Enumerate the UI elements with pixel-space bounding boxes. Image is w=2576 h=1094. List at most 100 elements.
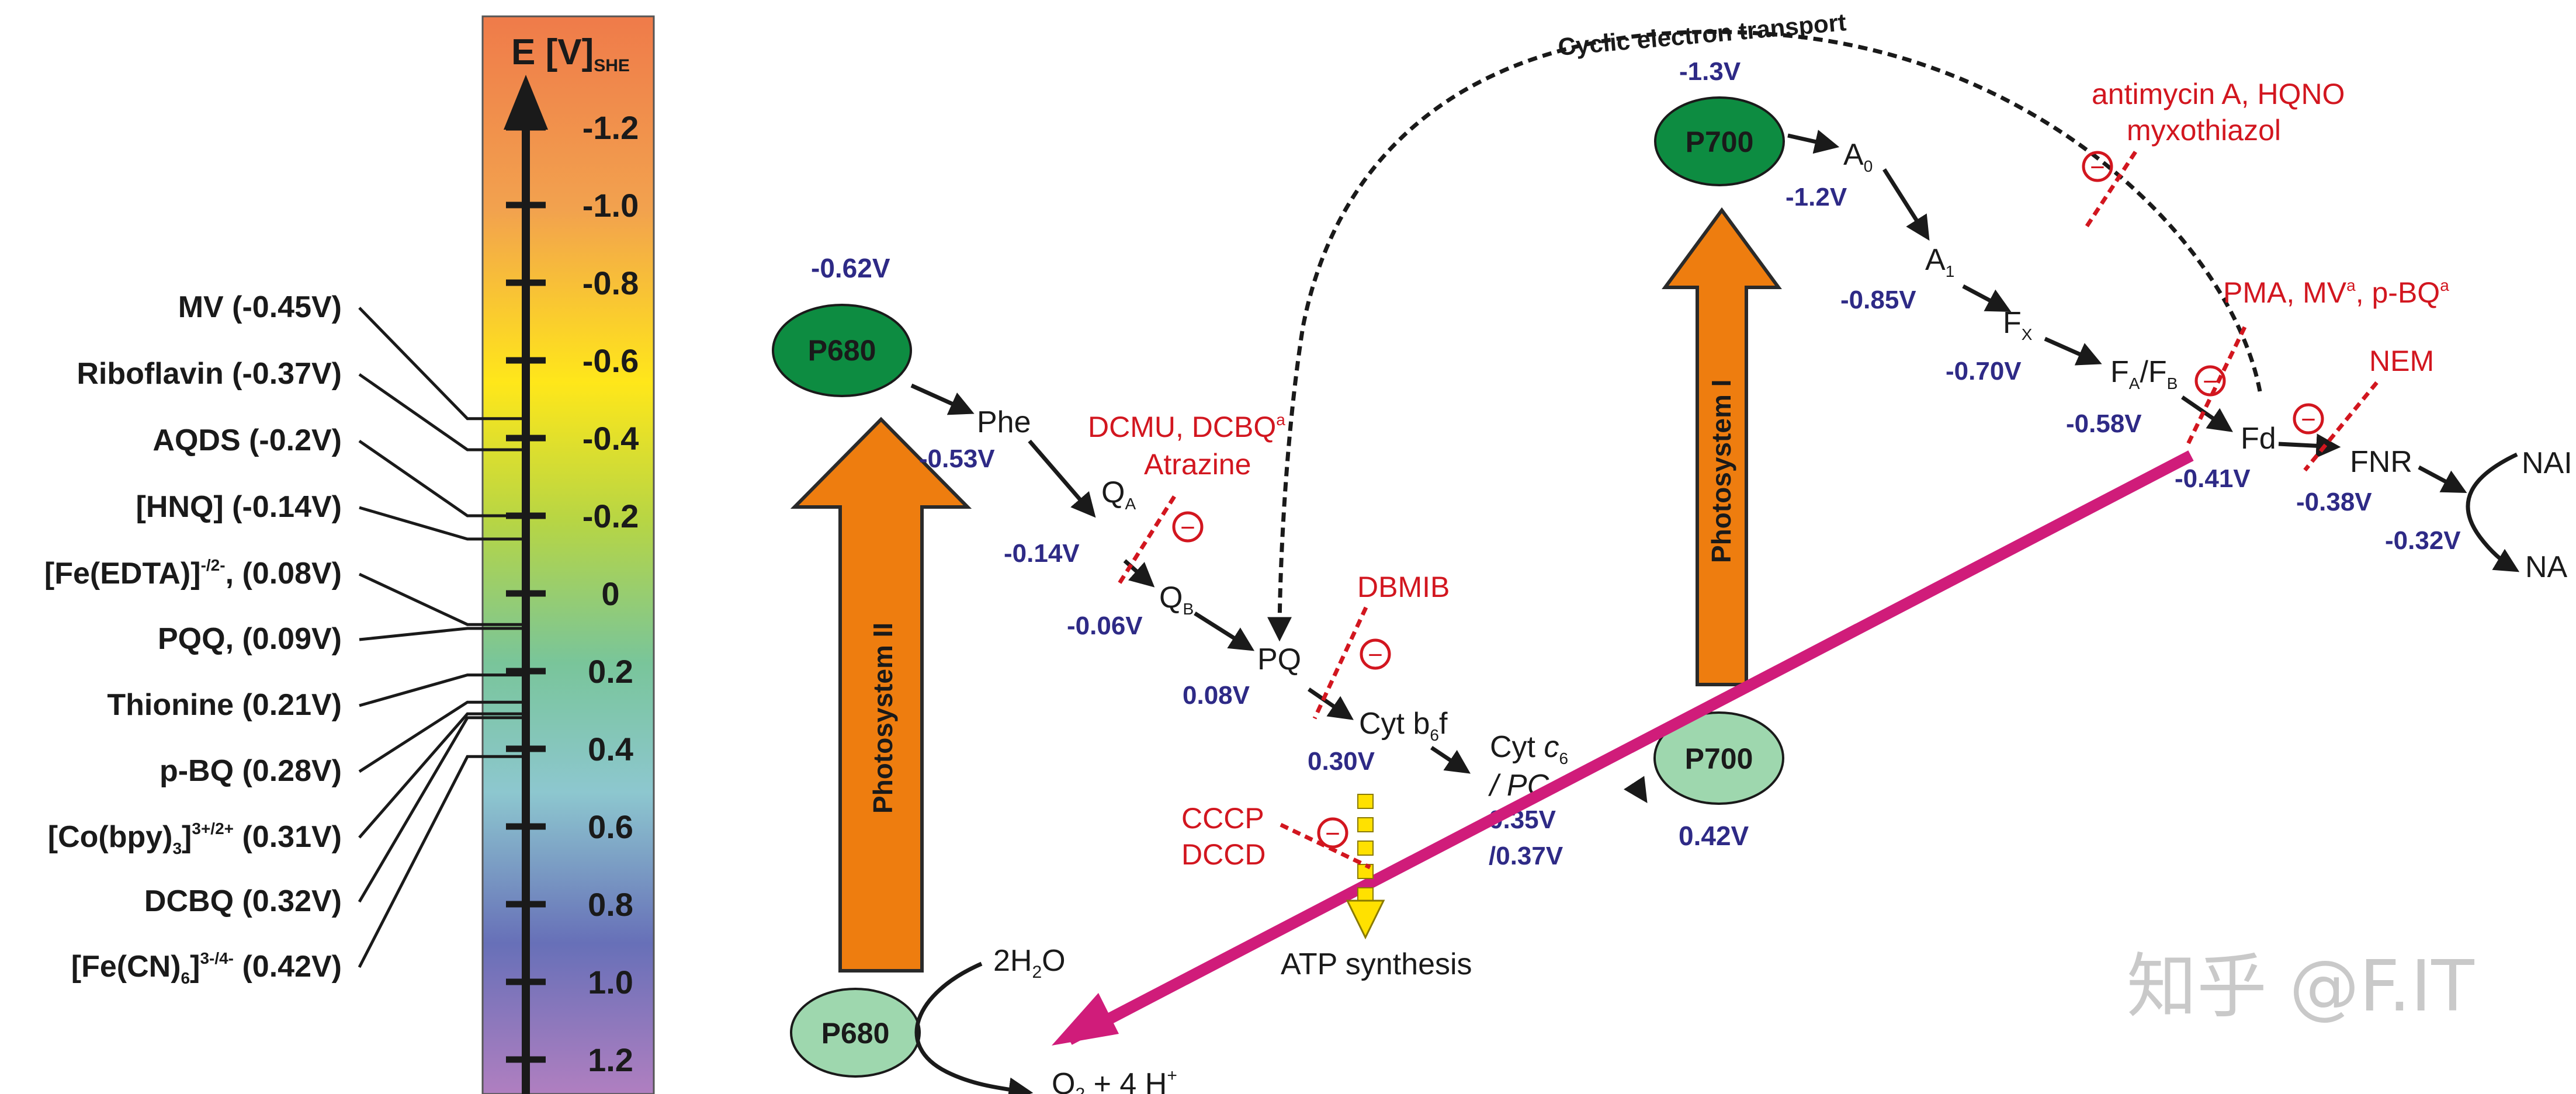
mediator-fe-cn: [Fe(CN)6]3-/4- (0.42V) (71, 949, 342, 987)
mediator-co-bpy: [Co(bpy)3]3+/2+ (0.31V) (48, 819, 342, 857)
cyclic-transport-label: Cyclic electron transport (1557, 8, 1847, 61)
nadp-potential: -0.32V (2385, 526, 2461, 555)
qa-potential: -0.14V (1004, 539, 1080, 568)
leader-line-riboflavin (358, 373, 526, 452)
scale-tick-label: 0 (601, 575, 619, 612)
inhibitors: DCMU, DCBQa Atrazine DBMIB CCCP DCCD ant… (1088, 78, 2449, 871)
p680-ground-label: P680 (821, 1017, 890, 1050)
inhibition-line-antimycin (2084, 151, 2137, 229)
p680-excited-label: P680 (808, 334, 876, 367)
mediator-fe-edta: [Fe(EDTA)]-/2-, (0.08V) (44, 556, 342, 591)
scale-title: E [V]SHE (511, 32, 630, 75)
p680-excited-potential: -0.62V (811, 253, 890, 283)
scale-tick-label: -1.0 (583, 187, 639, 224)
scale-tick-label: 0.8 (588, 886, 633, 923)
leader-line-co-bpy-3 (358, 712, 526, 839)
p700-excited-label: P700 (1686, 126, 1754, 158)
transfer-arrows (910, 30, 2520, 804)
atp-dash-5 (1357, 887, 1374, 901)
arrow-fd-fnr (2278, 433, 2341, 459)
inhibition-line-pma (2186, 326, 2247, 445)
p700-excited-node (1654, 96, 1785, 186)
mediator-p-bq: p-BQ (0.28V) (160, 754, 342, 788)
magenta-link-arrowhead (1052, 993, 1119, 1046)
fafb-label: FA/FB (2110, 355, 2178, 393)
leader-line-hnq (359, 506, 526, 541)
inhibitor-dcmu: DCMU, DCBQa (1088, 411, 1285, 443)
leader-line-aqds (358, 439, 526, 518)
p680-excited-node (772, 304, 912, 397)
scale-gradient-bar (481, 15, 655, 1094)
qa-label: QA (1101, 475, 1136, 513)
scale-tick-label: 0.4 (588, 731, 633, 767)
cytc6-label: Cyt c6 (1490, 730, 1568, 767)
inhibition-line-dbmib (1312, 606, 1368, 720)
mediator-hnq: [HNQ] (-0.14V) (136, 490, 342, 524)
mediator-thionine: Thionine (0.21V) (107, 688, 342, 722)
arrow-p680-phe (910, 383, 975, 415)
inhibitor-myxothiazol: myxothiazol (2127, 114, 2281, 147)
p700-ground-node (1653, 711, 1784, 805)
minus-circle-icon: − (2293, 403, 2324, 435)
inhibitor-pma: PMA, MVa, p-BQa (2223, 276, 2449, 309)
p700-excited-potential: -1.3V (1679, 57, 1741, 86)
leader-line-pqq (359, 627, 526, 641)
fx-potential: -0.70V (1946, 357, 2022, 385)
p700-ground-potential: 0.42V (1679, 821, 1749, 851)
qb-potential: -0.06V (1067, 612, 1143, 640)
minus-circle-icon: − (1317, 817, 1348, 849)
arrow-a1-fx (1962, 284, 2012, 312)
svg-text:−: − (1325, 819, 1340, 848)
inhibition-line-nem (2303, 381, 2379, 472)
cytb6f-label: Cyt b6f (1359, 707, 1448, 744)
atp-arrowhead (1346, 899, 1385, 940)
scale-arrow-head (504, 75, 548, 130)
scale-tick-label: -1.2 (583, 109, 639, 146)
scale-tick-label: -0.6 (583, 342, 639, 379)
svg-text:−: − (2203, 367, 2218, 396)
p680-ground-node (790, 988, 921, 1078)
arrow-nadp-reduction (2466, 452, 2520, 572)
scale-ticks: -1.2-1.0-0.8-0.6-0.4-0.200.20.40.60.81.0… (506, 109, 639, 1078)
minus-circle-icon: − (1172, 511, 1204, 543)
leader-line-dcbq (358, 716, 526, 903)
arrow-phe-qa (1028, 439, 1096, 518)
mediator-dcbq: DCBQ (0.32V) (144, 884, 342, 918)
pq-potential: 0.08V (1183, 681, 1250, 710)
atp-dash-1 (1357, 794, 1374, 809)
a0-label: A0 (1843, 138, 1873, 175)
leader-line-fe-edta- (358, 572, 526, 626)
svg-text:−: − (2301, 405, 2316, 434)
pq-label: PQ (1257, 642, 1301, 676)
inhibition-line-cccp (1280, 822, 1371, 870)
mediator-mv: MV (-0.45V) (178, 290, 342, 324)
psI-energy-arrow (1662, 207, 1782, 686)
cytc6-potential-b: /0.37V (1489, 842, 1563, 870)
inhibitor-antimycin: antimycin A, HQNO (2092, 78, 2345, 110)
svg-text:−: − (1368, 641, 1383, 669)
a0-potential: -1.2V (1785, 183, 1847, 211)
scale-tick-label: -0.4 (583, 420, 639, 457)
arrow-fafb-fd (2181, 395, 2233, 432)
svg-text:−: − (2090, 153, 2105, 182)
arrow-cytc6-p700 (1624, 776, 1648, 804)
inhibition-lines (1117, 151, 2379, 870)
scale-tick-label: 0.2 (588, 653, 633, 690)
fd-potential: -0.41V (2175, 464, 2251, 493)
inhibitor-nem: NEM (2369, 345, 2434, 377)
arrow-cytb6f-cytc6 (1430, 746, 1471, 774)
scale-tick-label: 0.6 (588, 808, 633, 845)
mediator-aqds: AQDS (-0.2V) (152, 423, 342, 457)
potential-scale: E [V]SHE -1.2-1.0-0.8-0.6-0.4-0.200.20.4… (481, 15, 655, 1094)
a1-potential: -0.85V (1840, 286, 1916, 314)
inhibition-line-dcmu (1117, 495, 1176, 585)
atp-dash-2 (1357, 817, 1374, 832)
atp-synthesis-arrow (1346, 794, 1385, 940)
phe-potential: -0.53V (919, 444, 995, 473)
fx-label: FX (2003, 306, 2033, 343)
arrow-pq-cytb6f (1308, 687, 1354, 720)
fnr-label: FNR (2350, 445, 2412, 479)
leader-line-p-bq (358, 700, 526, 773)
scale-tick-label: -0.8 (583, 265, 639, 301)
